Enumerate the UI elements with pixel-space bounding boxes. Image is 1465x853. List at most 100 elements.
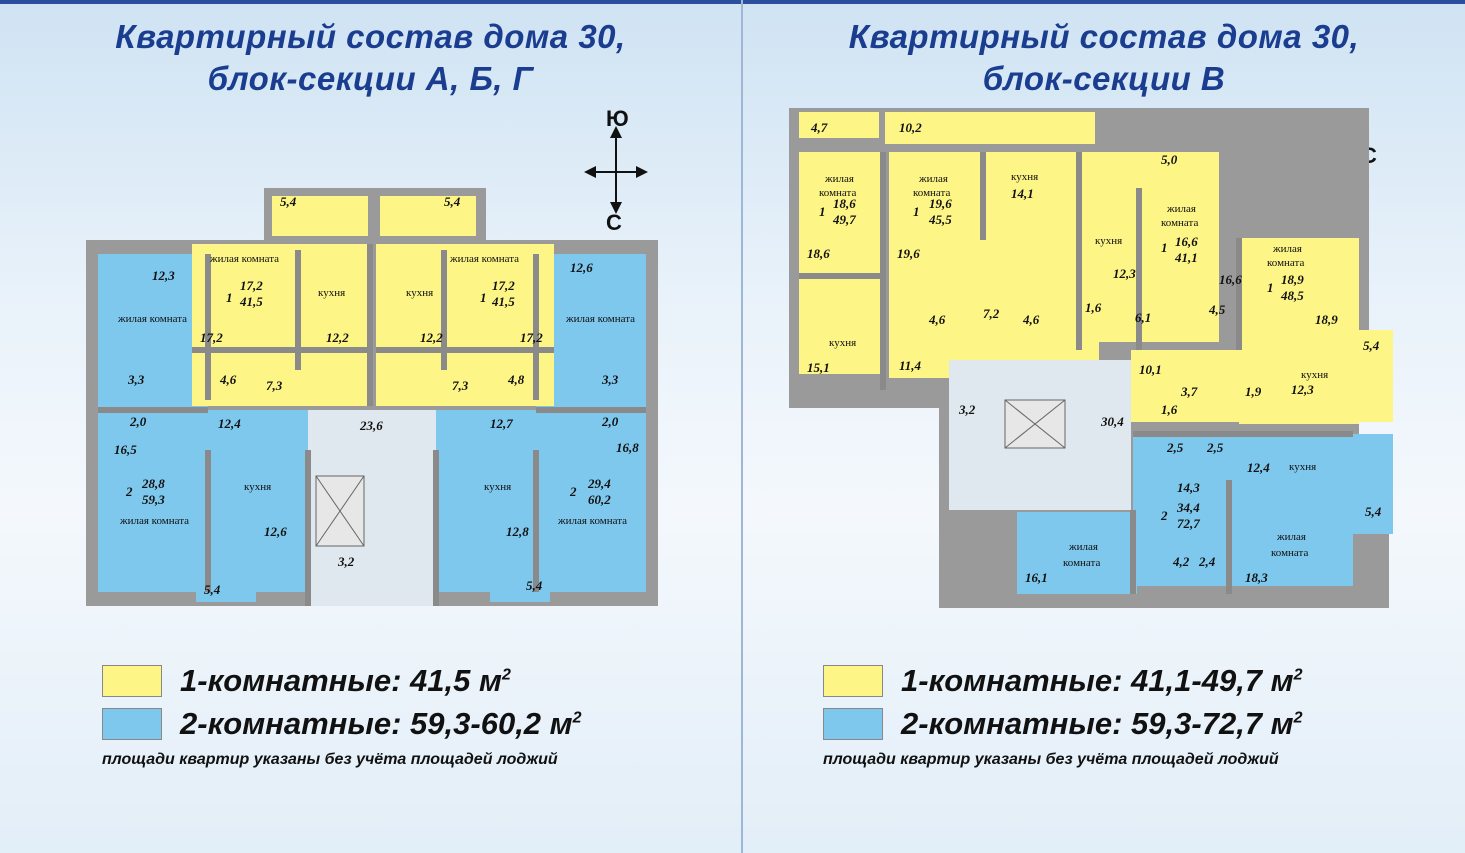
left-legend-two-room-text: 2-комнатные: 59,3-60,2 м: [180, 706, 573, 741]
svg-text:1,6: 1,6: [1085, 300, 1102, 315]
svg-text:комната: комната: [819, 187, 856, 199]
left-footnote: площади квартир указаны без учёта площад…: [102, 751, 558, 768]
left-title-line2: блок-секции А, Б, Г: [207, 60, 534, 97]
svg-text:45,5: 45,5: [928, 212, 952, 227]
svg-text:10,1: 10,1: [1139, 362, 1162, 377]
svg-text:1: 1: [1161, 240, 1168, 255]
svg-text:16,6: 16,6: [1175, 234, 1198, 249]
right-floor-plan: Ю С: [789, 100, 1449, 640]
svg-text:19,6: 19,6: [929, 196, 952, 211]
svg-text:жилая комната: жилая комната: [449, 253, 519, 265]
svg-text:1: 1: [913, 204, 920, 219]
svg-text:12,2: 12,2: [420, 330, 443, 345]
svg-text:кухня: кухня: [484, 481, 511, 493]
svg-text:2,5: 2,5: [1206, 440, 1224, 455]
svg-text:12,3: 12,3: [152, 268, 175, 283]
svg-text:11,4: 11,4: [899, 358, 922, 373]
svg-text:жилая: жилая: [918, 173, 948, 185]
svg-text:29,4: 29,4: [587, 476, 611, 491]
svg-text:12,6: 12,6: [264, 524, 287, 539]
svg-text:17,2: 17,2: [240, 278, 263, 293]
svg-text:жилая: жилая: [1068, 541, 1098, 553]
svg-text:12,7: 12,7: [490, 416, 513, 431]
svg-text:3,2: 3,2: [337, 554, 355, 569]
svg-text:5,4: 5,4: [1363, 338, 1380, 353]
svg-text:12,6: 12,6: [570, 260, 593, 275]
svg-text:комната: комната: [1161, 217, 1198, 229]
svg-text:жилая комната: жилая комната: [565, 313, 635, 325]
left-floor-plan: Ю С: [80, 100, 680, 620]
svg-text:18,9: 18,9: [1315, 312, 1338, 327]
panel-divider: [741, 0, 743, 853]
svg-text:12,3: 12,3: [1291, 382, 1314, 397]
svg-text:жилая: жилая: [1272, 243, 1302, 255]
svg-text:2,5: 2,5: [1166, 440, 1184, 455]
right-title-line1: Квартирный состав дома 30,: [848, 18, 1360, 55]
svg-text:4,5: 4,5: [1208, 302, 1226, 317]
svg-text:комната: комната: [1063, 557, 1100, 569]
svg-text:12,3: 12,3: [1113, 266, 1136, 281]
svg-text:18,6: 18,6: [833, 196, 856, 211]
left-apt-1a: [192, 244, 370, 406]
svg-text:кухня: кухня: [244, 481, 271, 493]
svg-text:17,2: 17,2: [200, 330, 223, 345]
svg-text:кухня: кухня: [1301, 369, 1328, 381]
svg-text:1,6: 1,6: [1161, 402, 1178, 417]
svg-text:1,9: 1,9: [1245, 384, 1262, 399]
left-plan-labels: 5,4 5,4 12,3 12,6 жилая комната жилая ко…: [114, 194, 639, 597]
svg-text:1: 1: [480, 290, 487, 305]
svg-text:жилая: жилая: [1166, 203, 1196, 215]
svg-text:кухня: кухня: [406, 287, 433, 299]
right-plan-labels: 4,7 10,2 5,0 жилая комната 1 18,6 49,7 ж…: [807, 120, 1382, 585]
left-apt-2b: [536, 254, 646, 592]
left-legend-one-room-text: 1-комнатные: 41,5 м: [180, 663, 502, 698]
svg-text:7,2: 7,2: [983, 306, 1000, 321]
svg-text:18,6: 18,6: [807, 246, 830, 261]
svg-text:19,6: 19,6: [897, 246, 920, 261]
svg-text:4,6: 4,6: [219, 372, 237, 387]
svg-text:7,3: 7,3: [266, 378, 283, 393]
svg-text:49,7: 49,7: [832, 212, 856, 227]
svg-text:кухня: кухня: [318, 287, 345, 299]
svg-text:жилая комната: жилая комната: [557, 515, 627, 527]
svg-text:17,2: 17,2: [520, 330, 543, 345]
right-title-line2: блок-секции В: [982, 60, 1226, 97]
svg-text:18,9: 18,9: [1281, 272, 1304, 287]
svg-text:48,5: 48,5: [1280, 288, 1304, 303]
svg-text:16,5: 16,5: [114, 442, 137, 457]
right-legend-one-room: 1-комнатные: 41,1-49,7 м2: [823, 663, 1303, 699]
svg-text:41,5: 41,5: [491, 294, 515, 309]
svg-text:16,6: 16,6: [1219, 272, 1242, 287]
svg-text:кухня: кухня: [829, 337, 856, 349]
svg-text:жилая комната: жилая комната: [209, 253, 279, 265]
blue-swatch-icon: [823, 708, 883, 740]
svg-text:кухня: кухня: [1011, 171, 1038, 183]
left-compass-icon: Ю С: [584, 106, 648, 235]
svg-text:12,4: 12,4: [1247, 460, 1270, 475]
blue-swatch-icon: [102, 708, 162, 740]
svg-text:жилая комната: жилая комната: [119, 515, 189, 527]
svg-text:1: 1: [1267, 280, 1274, 295]
svg-text:5,4: 5,4: [526, 578, 543, 593]
svg-text:34,4: 34,4: [1176, 500, 1200, 515]
svg-text:комната: комната: [1271, 547, 1308, 559]
svg-text:5,0: 5,0: [1161, 152, 1178, 167]
svg-text:кухня: кухня: [1289, 461, 1316, 473]
svg-text:17,2: 17,2: [492, 278, 515, 293]
svg-text:41,1: 41,1: [1174, 250, 1198, 265]
svg-text:28,8: 28,8: [141, 476, 165, 491]
svg-text:10,2: 10,2: [899, 120, 922, 135]
svg-text:1: 1: [819, 204, 826, 219]
left-legend-one-room: 1-комнатные: 41,5 м2: [102, 663, 511, 699]
svg-text:3,3: 3,3: [601, 372, 619, 387]
svg-text:16,1: 16,1: [1025, 570, 1048, 585]
svg-text:4,6: 4,6: [928, 312, 946, 327]
top-accent-bar: [0, 0, 1465, 4]
right-legend-one-room-text: 1-комнатные: 41,1-49,7 м: [901, 663, 1294, 698]
svg-text:12,4: 12,4: [218, 416, 241, 431]
svg-text:15,1: 15,1: [807, 360, 830, 375]
svg-text:30,4: 30,4: [1100, 414, 1124, 429]
svg-text:5,4: 5,4: [280, 194, 297, 209]
svg-text:59,3: 59,3: [142, 492, 165, 507]
svg-text:6,1: 6,1: [1135, 310, 1151, 325]
